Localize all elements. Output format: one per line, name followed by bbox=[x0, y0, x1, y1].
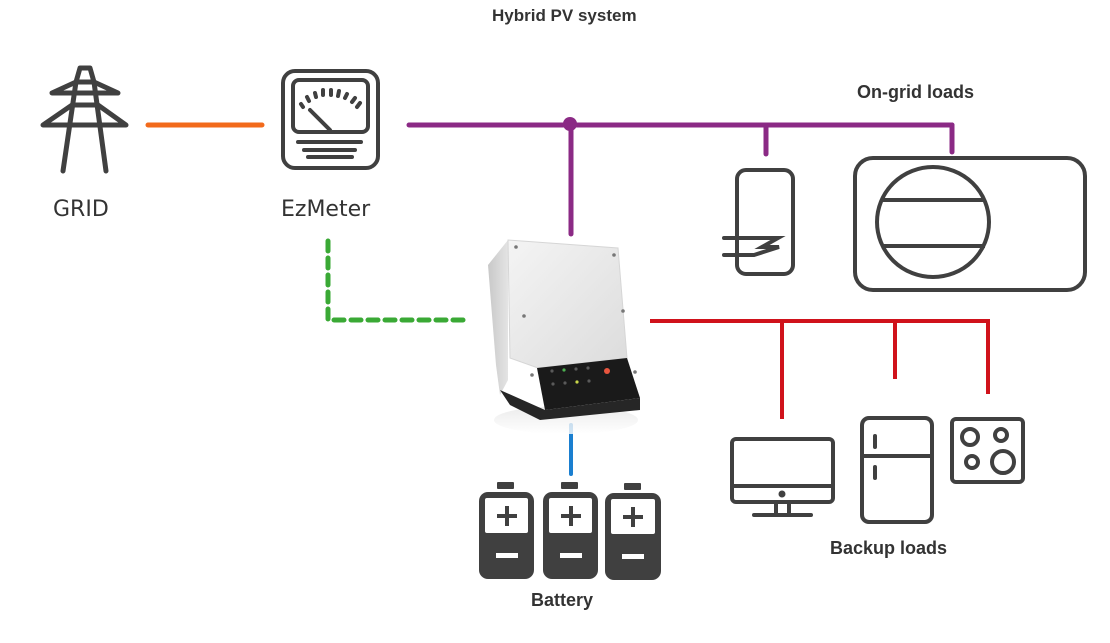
battery-label: Battery bbox=[531, 590, 594, 610]
refrigerator-icon bbox=[860, 416, 934, 524]
power-tower-icon bbox=[40, 65, 129, 174]
hybrid-inverter bbox=[488, 239, 640, 434]
computer-monitor-icon bbox=[730, 437, 835, 517]
meter-gauge-icon bbox=[281, 69, 380, 170]
air-conditioner-icon bbox=[853, 156, 1087, 292]
battery-icon bbox=[605, 483, 661, 580]
water-heater-icon bbox=[722, 168, 795, 276]
junction-dot bbox=[563, 117, 577, 131]
inverter-status-leds bbox=[550, 366, 610, 386]
meter-comm-line bbox=[325, 238, 470, 323]
battery-icon bbox=[543, 482, 598, 579]
cooktop-icon bbox=[950, 417, 1025, 484]
diagram-title: Hybrid PV system bbox=[492, 6, 637, 25]
backup-bus-line bbox=[650, 319, 990, 394]
battery-bank bbox=[479, 482, 661, 580]
on-grid-loads-label: On-grid loads bbox=[857, 82, 974, 102]
backup-loads-label: Backup loads bbox=[830, 538, 948, 558]
grid-label: GRID bbox=[53, 197, 109, 222]
battery-icon bbox=[479, 482, 534, 579]
ezmeter-label: EzMeter bbox=[281, 197, 371, 222]
